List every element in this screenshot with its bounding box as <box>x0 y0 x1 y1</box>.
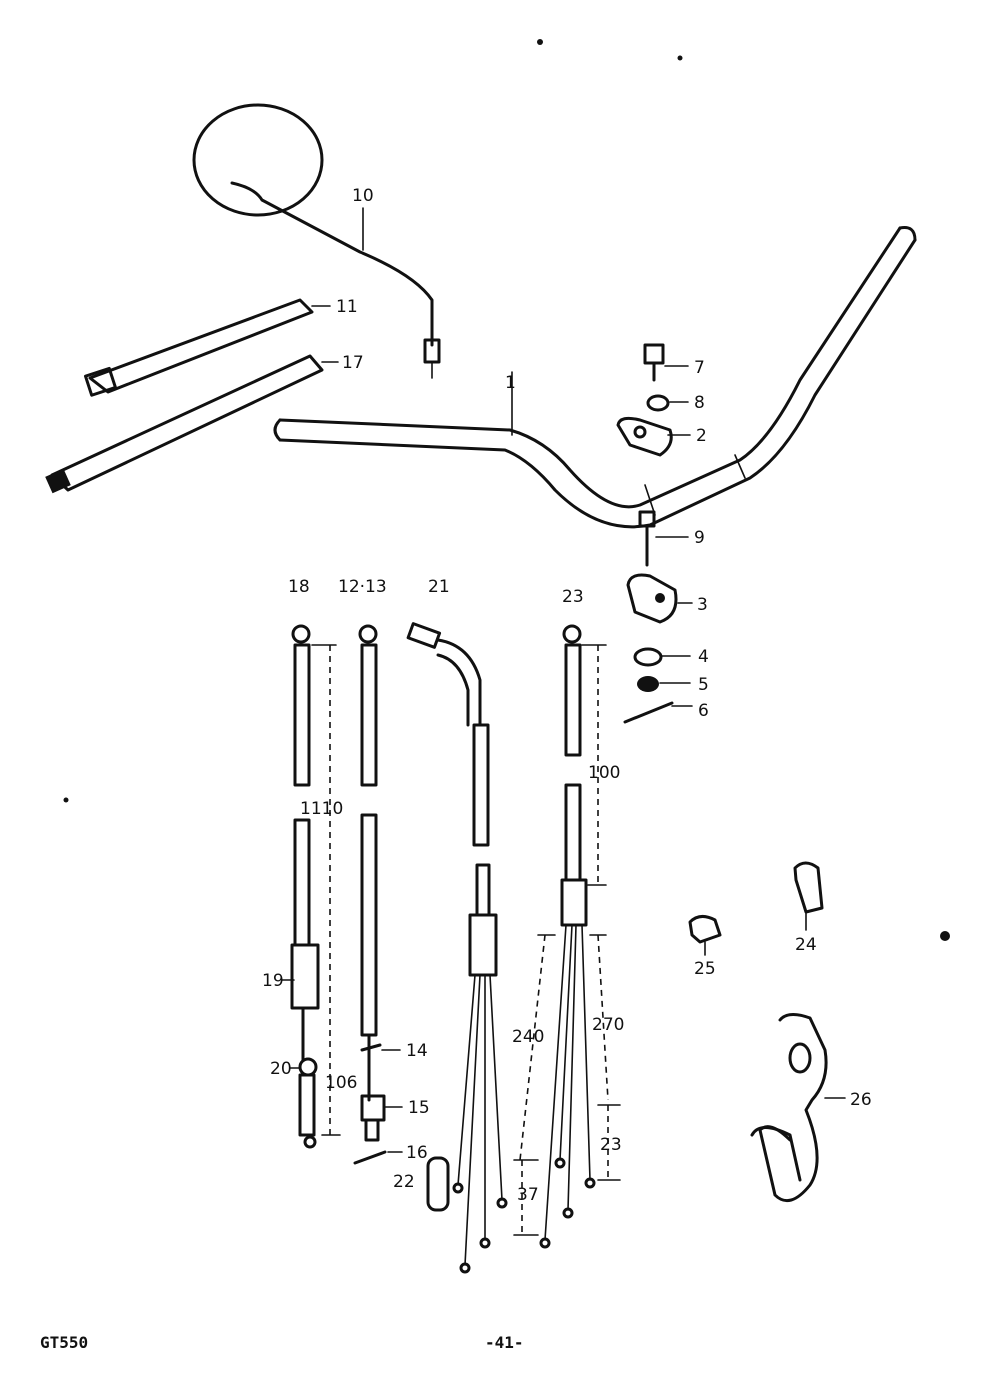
label-part-8: 8 <box>694 393 705 413</box>
dim-1110: 1110 <box>300 799 343 819</box>
label-part-1: 1 <box>505 373 516 393</box>
label-part-21: 21 <box>428 577 450 597</box>
label-part-16: 16 <box>406 1143 428 1163</box>
throttle-cable-21 <box>406 622 508 1274</box>
model-code: GT550 <box>40 1333 89 1352</box>
label-part-14: 14 <box>406 1041 428 1061</box>
label-part-11: 11 <box>336 297 358 317</box>
clamp-24 <box>793 861 824 931</box>
clamp-25 <box>688 915 722 956</box>
dim-37: 37 <box>517 1185 539 1205</box>
label-part-23: 23 <box>562 587 584 607</box>
nut-5 <box>637 676 691 692</box>
page-number: -41- <box>485 1333 524 1352</box>
grip-17 <box>45 354 339 494</box>
bolt-7 <box>643 343 689 382</box>
mirror-assembly <box>192 103 441 379</box>
grip-11 <box>83 298 331 397</box>
label-part-10: 10 <box>352 186 374 206</box>
label-part-24: 24 <box>795 935 817 955</box>
cable-18 <box>281 624 341 1149</box>
label-part-9: 9 <box>694 528 705 548</box>
label-part-18: 18 <box>288 577 310 597</box>
label-part-12-13: 12·13 <box>338 577 387 597</box>
bolt-9 <box>638 510 689 567</box>
label-part-19: 19 <box>262 971 284 991</box>
cable-12-13 <box>353 624 403 1165</box>
label-part-2: 2 <box>696 426 707 446</box>
label-part-15: 15 <box>408 1098 430 1118</box>
handlebar <box>273 226 917 529</box>
label-part-26: 26 <box>850 1090 872 1110</box>
label-part-22: 22 <box>393 1172 415 1192</box>
holder-3 <box>626 573 693 624</box>
pin-6 <box>623 701 693 724</box>
washer-8 <box>646 394 689 412</box>
label-part-4: 4 <box>698 647 709 667</box>
dim-240: 240 <box>512 1027 544 1047</box>
label-part-6: 6 <box>698 701 709 721</box>
dim-106: 106 <box>325 1073 357 1093</box>
dim-23: 23 <box>600 1135 622 1155</box>
washer-4 <box>633 647 691 667</box>
label-part-5: 5 <box>698 675 709 695</box>
label-part-17: 17 <box>342 353 364 373</box>
cable-23 <box>513 624 621 1249</box>
clamp-26 <box>750 1013 846 1203</box>
dim-270: 270 <box>592 1015 624 1035</box>
label-part-20: 20 <box>270 1059 292 1079</box>
label-part-7: 7 <box>694 358 705 378</box>
label-part-25: 25 <box>694 959 716 979</box>
holder-2 <box>616 416 691 457</box>
mirror-stem <box>230 181 434 347</box>
mirror-head <box>192 103 324 217</box>
dim-100: 100 <box>588 763 620 783</box>
label-part-3: 3 <box>697 595 708 615</box>
